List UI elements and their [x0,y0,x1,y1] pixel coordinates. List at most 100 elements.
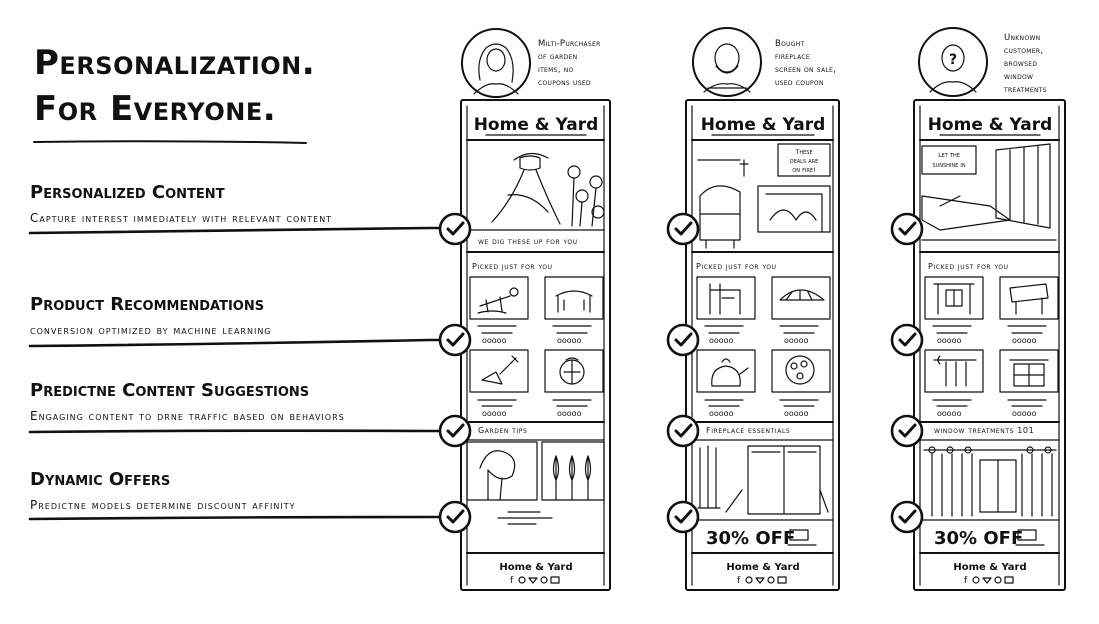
content-image-curtains[interactable] [923,446,1057,517]
hero-bubble-line: sunshine in [932,161,965,169]
persona-avatar [461,28,531,98]
persona-line: window [1004,72,1033,82]
feature-title: Dynamic Offers [30,469,170,490]
check-icon [666,500,700,534]
pinterest-icon[interactable] [767,576,775,584]
product-card[interactable]: ooooo [771,276,831,345]
persona-line: customer, [1004,46,1043,56]
check-icon [666,323,700,357]
footer-brand[interactable]: Home & Yard [953,562,1026,573]
page-title-line-1: Personalization. [34,43,315,83]
hero-image-gardener[interactable] [491,152,605,227]
content-label: Garden tips [478,426,527,435]
youtube-icon[interactable] [550,576,560,584]
hero-image-bedroom[interactable]: Let the sunshine in [921,143,1057,241]
feature-connector-line [28,429,457,434]
coupon-icon[interactable] [1015,529,1045,546]
persona-line: Milti-Purchaser [538,39,601,49]
brand-logo[interactable]: Home & Yard [701,115,826,135]
rating-dots: ooooo [784,336,809,345]
social-icons: f [737,576,787,586]
twitter-icon[interactable] [982,577,992,584]
check-icon [890,414,924,448]
persona-line: screen on sale, [775,65,836,75]
product-card[interactable]: ooooo [469,276,529,345]
section-label: Picked just for you [696,262,777,271]
instagram-icon[interactable] [518,576,526,584]
rating-dots: ooooo [482,336,507,345]
facebook-icon[interactable]: f [510,576,514,586]
feature-personalized-content: Personalized Content Capture interest im… [28,182,457,235]
rating-dots: ooooo [937,336,962,345]
phone-frame [460,99,611,591]
rating-dots: ooooo [482,409,507,418]
page-title-line-2: For Everyone. [34,89,276,129]
pinterest-icon[interactable] [994,576,1002,584]
hero-bubble-line: on fire! [792,166,815,174]
product-card[interactable]: ooooo [696,349,756,418]
section-label: Picked just for you [472,262,553,271]
brand-logo[interactable]: Home & Yard [928,115,1053,135]
check-icon [666,212,700,246]
check-icon [438,212,472,246]
persona-line: Unknown [1004,33,1040,43]
content-image-fireplace-screen[interactable] [697,445,829,515]
product-card[interactable]: ooooo [924,349,984,418]
content-label: Fireplace essentials [706,426,790,435]
rating-dots: ooooo [557,336,582,345]
check-icon [438,414,472,448]
twitter-icon[interactable] [755,577,765,584]
product-card[interactable]: ooooo [924,276,984,345]
coupon-icon[interactable] [787,529,817,546]
hero-caption: we dig these up for you [478,237,578,246]
phone-mockup-gardener: Milti-Purchaser of garden items, no coup… [460,28,611,591]
hero-image-fireplace[interactable]: These deals are on fire! [697,143,831,249]
facebook-icon[interactable]: f [737,576,741,586]
rating-dots: ooooo [1012,336,1037,345]
feature-dynamic-offers: Dynamic Offers Predictne models determin… [28,469,457,521]
rating-dots: ooooo [784,409,809,418]
persona-avatar [692,27,762,97]
phone-mockup-fireplace: Bought fireplace screen on sale, used co… [685,27,840,591]
feature-title: Product Recommendations [30,294,264,315]
facebook-icon[interactable]: f [964,576,968,586]
product-card[interactable]: ooooo [999,276,1059,345]
product-card[interactable]: ooooo [696,276,756,345]
youtube-icon[interactable] [1004,576,1014,584]
product-card[interactable]: ooooo [469,349,529,418]
product-card[interactable]: ooooo [544,276,604,345]
hero-bubble-line: deals are [790,157,819,165]
rating-dots: ooooo [709,336,734,345]
youtube-icon[interactable] [777,576,787,584]
offer-text[interactable]: 30% OFF [934,528,1023,549]
content-image-garden[interactable] [466,441,605,501]
check-badges [438,212,924,534]
check-icon [438,323,472,357]
instagram-icon[interactable] [972,576,980,584]
pinterest-icon[interactable] [540,576,548,584]
feature-description: conversion optimized by machine learning [30,323,272,337]
content-label: window treatments 101 [934,426,1034,435]
product-card[interactable]: ooooo [544,349,604,418]
social-icons: f [964,576,1014,586]
offer-text[interactable]: 30% OFF [706,528,795,549]
brand-logo[interactable]: Home & Yard [474,115,599,135]
hero-bubble-line: These [794,148,812,156]
check-icon [890,323,924,357]
persona-avatar: ? [918,27,988,97]
product-card[interactable]: ooooo [999,349,1059,418]
page-header: Personalization. For Everyone. [33,43,315,144]
footer-brand[interactable]: Home & Yard [726,562,799,573]
rating-dots: ooooo [937,409,962,418]
persona-line: used coupon [775,78,824,88]
footer-brand[interactable]: Home & Yard [499,562,572,573]
persona-line: Bought [775,39,805,49]
check-icon [666,414,700,448]
phone-frame [685,99,840,591]
twitter-icon[interactable] [528,577,538,584]
feature-product-recommendations: Product Recommendations conversion optim… [28,294,457,348]
phone-mockup-unknown: ? Unknown customer, browsed window treat… [913,27,1066,591]
instagram-icon[interactable] [745,576,753,584]
feature-predictive-content: Predictne Content Suggestions Engaging c… [28,380,457,434]
product-card[interactable]: ooooo [771,349,831,418]
